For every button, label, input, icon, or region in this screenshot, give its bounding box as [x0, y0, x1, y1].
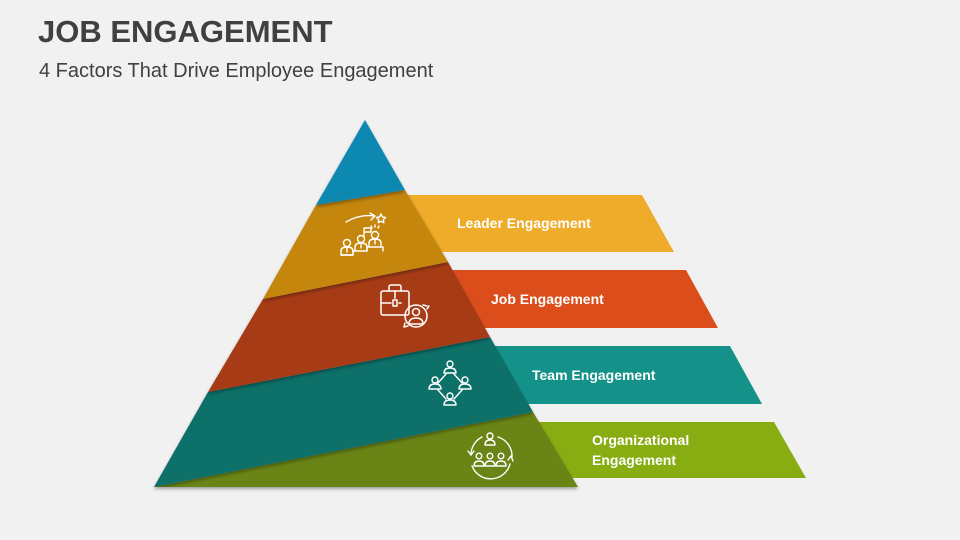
banner-leader-engagement: [400, 195, 674, 252]
pyramid-layer-job: [208, 262, 490, 392]
briefcase-person-cycle-icon: [380, 284, 430, 328]
factor-label-organizational-line1: Organizational: [592, 432, 690, 448]
team-network-icon: [428, 360, 472, 406]
leader-team-icon: [340, 212, 387, 256]
pyramid-layer-team: [154, 337, 533, 487]
factor-label-leader: Leader Engagement: [457, 215, 591, 231]
page-title: JOB ENGAGEMENT: [38, 14, 333, 49]
banner-organizational-engagement: [520, 422, 806, 478]
factor-label-organizational-line2: Engagement: [592, 452, 677, 468]
organization-cycle-icon: [467, 432, 514, 480]
pyramid-layer-organizational: [154, 412, 578, 487]
factor-label-team: Team Engagement: [532, 367, 656, 383]
pyramid-layer-apex: [316, 120, 405, 205]
factor-label-job: Job Engagement: [491, 291, 604, 307]
page-subtitle: 4 Factors That Drive Employee Engagement: [39, 60, 434, 82]
banner-job-engagement: [440, 270, 718, 328]
banner-team-engagement: [480, 346, 762, 404]
factor-label-organizational: Organizational Engagement: [592, 430, 689, 470]
